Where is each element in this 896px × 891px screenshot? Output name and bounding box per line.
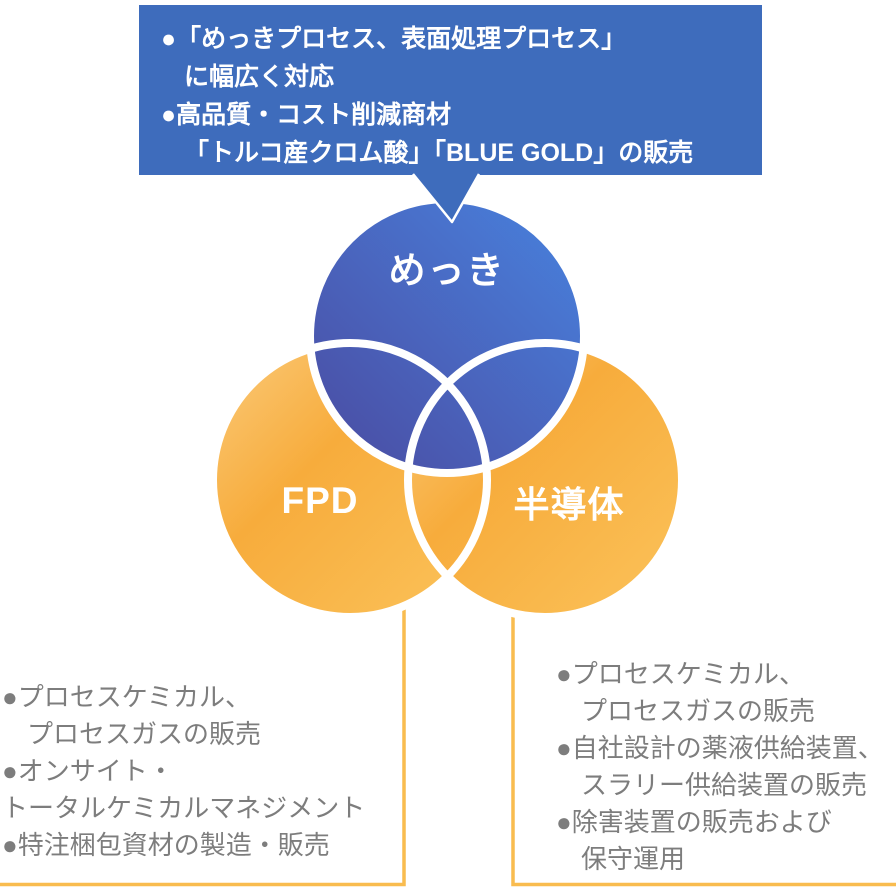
- note-line: ●特注梱包資材の製造・販売: [2, 827, 365, 864]
- venn-label-plating: めっき: [388, 250, 506, 291]
- venn-label-semiconductor: 半導体: [513, 484, 625, 525]
- note-text: 保守運用: [581, 844, 686, 874]
- note-line: ●プロセスケミカル、: [556, 656, 884, 693]
- note-line: スラリー供給装置の販売: [556, 767, 884, 804]
- note-line: ●プロセスケミカル、: [2, 679, 365, 716]
- callout-arrow: [412, 173, 481, 224]
- callout-text: 「めっきプロセス、表面処理プロセス」: [176, 25, 627, 53]
- callout-text: に幅広く対応: [184, 63, 335, 91]
- note-text: プロセスケミカル、: [17, 682, 251, 712]
- callout-line: に幅広く対応: [161, 58, 754, 96]
- note-line: ●自社設計の薬液供給装置、: [556, 730, 884, 767]
- bullet-marker: ●: [556, 807, 572, 837]
- bullet-marker: ●: [161, 25, 177, 53]
- callout-line: ●「めっきプロセス、表面処理プロセス」: [161, 20, 754, 58]
- note-line: トータルケミカルマネジメント: [2, 790, 365, 827]
- note-text: スラリー供給装置の販売: [581, 770, 868, 800]
- bullet-marker: ●: [556, 659, 572, 689]
- connector-line-left: [0, 595, 406, 887]
- note-text: トータルケミカルマネジメント: [2, 793, 366, 823]
- note-line: ●オンサイト・: [2, 753, 365, 790]
- notes-fpd: ●プロセスケミカル、 プロセスガスの販売 ●オンサイト・ トータルケミカルマネジ…: [2, 679, 365, 864]
- note-line: プロセスガスの販売: [2, 716, 365, 753]
- callout-text: 高品質・コスト削減商材: [176, 101, 452, 129]
- note-line: 保守運用: [556, 841, 884, 878]
- venn-label-fpd: FPD: [281, 480, 359, 521]
- bullet-marker: ●: [2, 756, 18, 786]
- notes-semiconductor: ●プロセスケミカル、 プロセスガスの販売 ●自社設計の薬液供給装置、 スラリー供…: [556, 656, 884, 878]
- note-text: 除害装置の販売および: [571, 807, 832, 837]
- note-text: 自社設計の薬液供給装置、: [571, 733, 884, 763]
- bullet-marker: ●: [161, 101, 177, 129]
- note-text: プロセスガスの販売: [581, 696, 816, 726]
- note-line: プロセスガスの販売: [556, 693, 884, 730]
- note-text: プロセスケミカル、: [571, 659, 805, 689]
- venn-circle-plating: [310, 199, 584, 473]
- note-line: ●除害装置の販売および: [556, 804, 884, 841]
- callout-text: 「トルコ産クロム酸」「BLUE GOLD」の販売: [184, 139, 694, 167]
- note-text: プロセスガスの販売: [27, 719, 262, 749]
- bullet-marker: ●: [2, 682, 18, 712]
- bullet-marker: ●: [2, 830, 18, 860]
- callout-line: ●高品質・コスト削減商材: [161, 96, 754, 134]
- note-text: 特注梱包資材の製造・販売: [17, 830, 330, 860]
- callout-line: 「トルコ産クロム酸」「BLUE GOLD」の販売: [161, 134, 754, 172]
- connector-line-right: [511, 600, 896, 887]
- callout-box: ●「めっきプロセス、表面処理プロセス」 に幅広く対応 ●高品質・コスト削減商材 …: [139, 5, 762, 175]
- note-text: オンサイト・: [17, 756, 174, 786]
- bullet-marker: ●: [556, 733, 572, 763]
